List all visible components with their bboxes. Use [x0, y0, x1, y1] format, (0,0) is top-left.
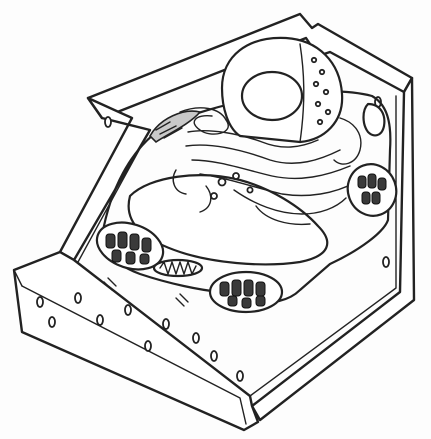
pore-icon	[237, 371, 243, 381]
pore-icon	[211, 351, 217, 361]
nucleus	[222, 38, 342, 142]
pore-icon	[125, 305, 131, 315]
pore-icon	[145, 341, 151, 351]
pore-icon	[49, 317, 55, 327]
pore-icon	[97, 315, 103, 325]
pore-icon	[105, 117, 111, 127]
pore-icon	[193, 333, 199, 343]
small-vacuole	[364, 104, 385, 135]
golgi-apparatus	[150, 111, 200, 142]
pore-icon	[37, 297, 43, 307]
mitochondrion	[154, 260, 202, 276]
chloroplast	[210, 272, 282, 312]
pore-icon	[75, 293, 81, 303]
chloroplast	[341, 157, 404, 222]
pore-icon	[383, 257, 389, 267]
pore-icon	[163, 319, 169, 329]
nucleolus	[242, 72, 302, 120]
